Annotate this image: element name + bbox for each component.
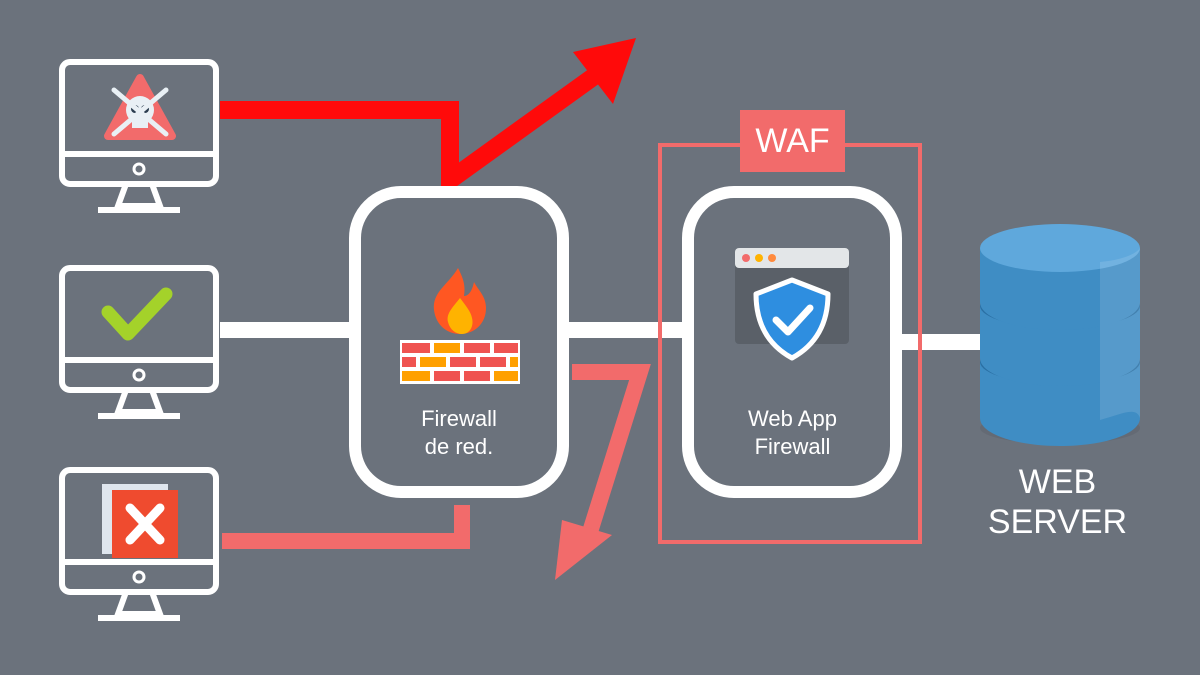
web-app-firewall-label: Web App Firewall xyxy=(700,405,885,461)
shield-check-icon xyxy=(753,277,831,361)
malicious-flow-arrow xyxy=(220,38,636,198)
network-firewall-label: Firewall de red. xyxy=(365,405,553,461)
browser-shield-icon xyxy=(735,248,849,361)
web-server-label: WEB SERVER xyxy=(955,462,1160,542)
waf-tag: WAF xyxy=(740,110,845,172)
error-x-icon xyxy=(102,484,178,558)
skull-warning-icon xyxy=(104,74,176,140)
web-app-firewall-label-line2: Firewall xyxy=(754,434,831,459)
firewall-icon xyxy=(400,268,520,384)
web-server-label-line1: WEB xyxy=(1018,463,1097,501)
database-icon xyxy=(980,224,1140,446)
client-monitor-blocked xyxy=(59,467,219,621)
checkmark-icon xyxy=(101,287,173,341)
blocked-flow-arrow xyxy=(222,364,651,580)
network-firewall-label-line2: de red. xyxy=(424,434,494,459)
legitimate-flow-line xyxy=(220,322,985,350)
web-app-firewall-label-line1: Web App xyxy=(748,406,837,431)
network-firewall-label-line1: Firewall xyxy=(421,406,497,431)
client-monitor-malicious xyxy=(59,59,219,213)
web-server-label-line2: SERVER xyxy=(987,503,1128,541)
client-monitor-legitimate xyxy=(59,265,219,419)
